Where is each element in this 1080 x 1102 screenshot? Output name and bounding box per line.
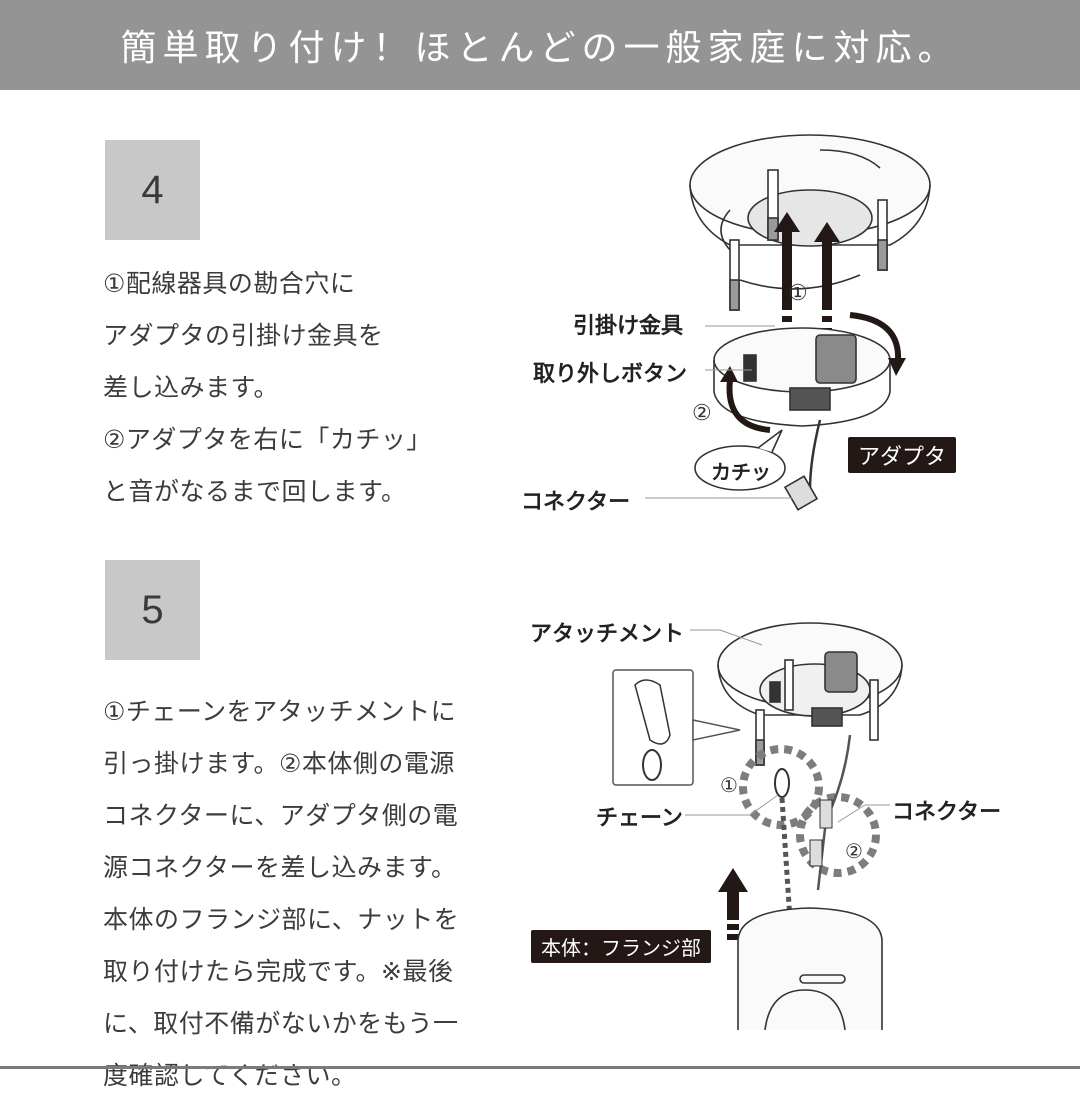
step-number: 5 [141,587,164,632]
step-5-instructions: ①チェーンをアタッチメントに 引っ掛けます。②本体側の電源 コネクターに、アダプ… [103,686,459,1102]
instruction-line: ①配線器具の勘合穴に [103,269,356,298]
marker-1: ① [788,280,808,305]
click-sound-bubble: カチッ [711,460,771,484]
instruction-line: 取り付けたら完成です。※最後 [103,957,454,986]
header-banner: 簡単取り付け！ほとんどの一般家庭に対応。 [0,0,1080,90]
step-number: 4 [141,167,164,212]
instruction-line: 引っ掛けます。②本体側の電源 [103,749,455,778]
label-connector: コネクター [892,800,1002,825]
header-title: 簡単取り付け！ほとんどの一般家庭に対応。 [120,28,960,69]
step-5-number-box: 5 [105,560,200,660]
label-connector: コネクター [521,490,631,515]
body-flange-tag: 本体：フランジ部 [531,930,711,963]
instruction-line: 差し込みます。 [103,373,280,402]
bottom-divider [0,1066,1080,1069]
label-hook-fitting: 引掛け金具 [573,314,684,339]
instruction-line: アダプタの引掛け金具を [103,321,384,350]
adapter-tag: アダプタ [848,437,957,473]
step-4-number-box: 4 [105,140,200,240]
instruction-line: ②アダプタを右に「カチッ」 [103,425,432,454]
marker-1: ① [720,775,738,797]
step-4-instructions: ①配線器具の勘合穴に アダプタの引掛け金具を 差し込みます。 ②アダプタを右に「… [103,258,432,518]
instruction-line: 本体のフランジ部に、ナットを [103,905,460,934]
step-4-adapter-diagram: ① ② [645,134,931,511]
instruction-line: 度確認してください。 [103,1061,357,1090]
marker-2: ② [692,400,712,425]
instruction-line: コネクターに、アダプタ側の電 [103,801,459,830]
instruction-line: 源コネクターを差し込みます。 [103,853,457,882]
label-attachment: アタッチメント [530,622,685,647]
label-release-button: 取り外しボタン [533,362,688,387]
instruction-line: ①チェーンをアタッチメントに [103,697,457,726]
step-5-attachment-diagram: ① ② [612,622,903,1030]
instruction-line: と音がなるまで回します。 [103,477,407,506]
marker-2: ② [845,841,863,863]
instruction-line: に、取付不備がないかをもう一 [103,1009,459,1038]
label-chain: チェーン [596,806,683,831]
